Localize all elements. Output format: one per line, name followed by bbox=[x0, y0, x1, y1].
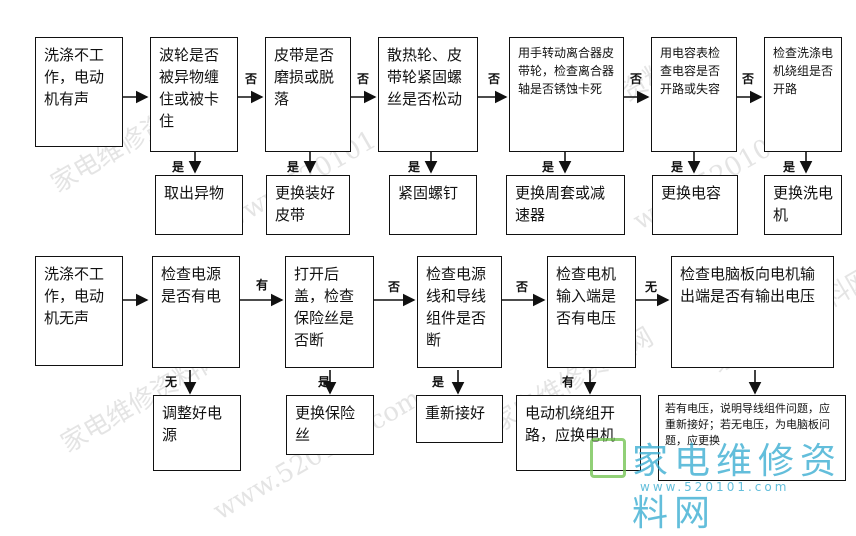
flow-arrows bbox=[123, 90, 813, 395]
yes-label: 是 bbox=[783, 160, 796, 174]
row1-result-1: 取出异物 bbox=[155, 175, 243, 235]
row1-result-4: 更换周套或减速器 bbox=[506, 175, 625, 235]
yes-label: 是 bbox=[542, 160, 555, 174]
row1-step-3: 皮带是否磨损或脱落 bbox=[265, 37, 351, 152]
row2-step-1: 洗涤不工作，电动机无声 bbox=[35, 256, 123, 366]
yes-label: 是 bbox=[172, 160, 185, 174]
have-label: 有 bbox=[562, 375, 575, 389]
logo-url: www.520101.com bbox=[640, 480, 790, 494]
row1-step-6: 用电容表检查电容是否开路或失容 bbox=[651, 37, 737, 152]
row2-step-6: 检查电脑板向电机输出端是否有输出电压 bbox=[671, 256, 834, 368]
logo-icon bbox=[590, 438, 626, 478]
row2-result-1: 调整好电源 bbox=[153, 395, 241, 471]
row2-step-2: 检查电源是否有电 bbox=[152, 256, 240, 368]
none-label: 无 bbox=[645, 280, 658, 294]
yes-label: 是 bbox=[671, 160, 684, 174]
yes-label: 是 bbox=[318, 375, 331, 389]
row2-step-5: 检查电机输入端是否有电压 bbox=[547, 256, 636, 368]
no-label: 否 bbox=[245, 72, 258, 86]
have-label: 有 bbox=[256, 278, 269, 292]
no-label: 否 bbox=[357, 72, 370, 86]
yes-label: 是 bbox=[287, 160, 300, 174]
no-label: 否 bbox=[630, 72, 643, 86]
no-label: 否 bbox=[742, 72, 755, 86]
none-label: 无 bbox=[165, 375, 178, 389]
no-label: 否 bbox=[516, 280, 529, 294]
row1-result-2: 更换装好皮带 bbox=[266, 175, 350, 235]
row1-step-4: 散热轮、皮带轮紧固螺丝是否松动 bbox=[378, 37, 478, 152]
row2-result-3: 重新接好 bbox=[416, 395, 503, 443]
row1-result-3: 紧固螺钉 bbox=[389, 175, 477, 235]
no-label: 否 bbox=[388, 280, 401, 294]
site-logo: 家电维修资料网 www.520101.com bbox=[580, 430, 852, 534]
yes-label: 是 bbox=[432, 375, 445, 389]
row1-step-1: 洗涤不工作，电动机有声 bbox=[35, 37, 123, 147]
row1-step-5: 用手转动离合器皮带轮，检查离合器轴是否锈蚀卡死 bbox=[509, 37, 624, 152]
row2-step-4: 检查电源线和导线组件是否断 bbox=[417, 256, 502, 368]
row2-result-5: 若有电压，说明导线组件问题，应重新接好；若无电压，为电脑板问题，应更换 bbox=[658, 395, 846, 481]
no-label: 否 bbox=[488, 72, 501, 86]
row1-step-7: 检查洗涤电机绕组是否开路 bbox=[764, 37, 842, 152]
row1-result-5: 更换电容 bbox=[652, 175, 738, 235]
row2-result-2: 更换保险丝 bbox=[286, 395, 374, 455]
row1-result-6: 更换洗电机 bbox=[764, 175, 842, 235]
row2-step-3: 打开后盖，检查保险丝是否断 bbox=[285, 256, 374, 368]
yes-label: 是 bbox=[408, 160, 421, 174]
row1-step-2: 波轮是否被异物缠住或被卡住 bbox=[150, 37, 238, 152]
